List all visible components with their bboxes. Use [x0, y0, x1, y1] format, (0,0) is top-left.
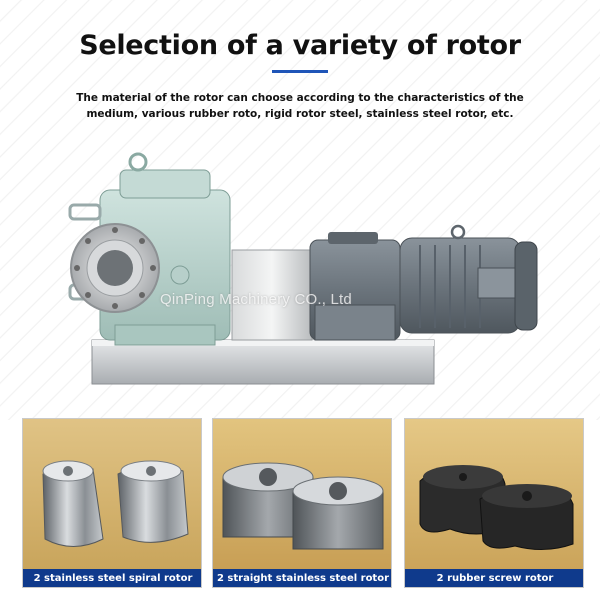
page-subtitle: The material of the rotor can choose acc… [40, 90, 560, 122]
rotor-card-rubber: 2 rubber screw rotor [404, 418, 584, 588]
rotor-caption-spiral: 2 stainless steel spiral rotor [23, 569, 201, 587]
rotor-pump-image [68, 152, 538, 385]
subtitle-line-1: The material of the rotor can choose acc… [76, 92, 524, 104]
spiral-rotor-photo [23, 419, 201, 569]
title-underline [272, 70, 328, 73]
page-title: Selection of a variety of rotor [79, 30, 521, 61]
subtitle-line-2: medium, various rubber roto, rigid rotor… [86, 108, 514, 120]
rotor-card-straight: 2 straight stainless steel rotor [212, 418, 392, 588]
rotor-card-spiral: 2 stainless steel spiral rotor [22, 418, 202, 588]
straight-rotor-photo [213, 419, 391, 569]
rotor-caption-straight: 2 straight stainless steel rotor [213, 569, 391, 587]
watermark-text: QinPing Machinery CO., Ltd [160, 291, 352, 308]
rotor-caption-rubber: 2 rubber screw rotor [405, 569, 583, 587]
rubber-rotor-photo [405, 419, 583, 569]
